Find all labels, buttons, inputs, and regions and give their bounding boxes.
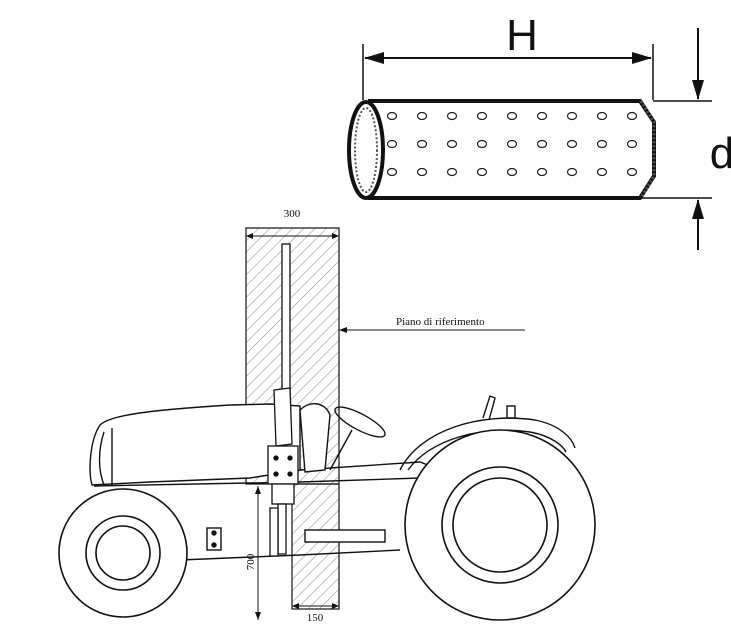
base-width-label: 150	[307, 612, 324, 624]
perforation-hole	[416, 167, 428, 177]
perforation-hole	[626, 111, 638, 121]
perforation-hole	[506, 167, 518, 177]
perforation-hole	[596, 167, 608, 177]
perforation-hole	[536, 139, 548, 149]
perforation-hole	[626, 139, 638, 149]
perforation-hole	[506, 139, 518, 149]
hood-grille-line	[98, 431, 105, 486]
perforation-hole	[386, 139, 398, 149]
exhaust-pipe	[482, 395, 496, 421]
perforation-hole	[416, 139, 428, 149]
cylinder-diameter-label: d	[710, 129, 731, 178]
cylinder-perforations	[386, 111, 638, 177]
steering-column	[329, 429, 353, 471]
mast-lower-bracket	[271, 483, 295, 505]
perforation-hole	[536, 111, 548, 121]
perforation-hole	[476, 111, 488, 121]
cylinder-end-ridges	[354, 107, 378, 193]
rear-fender-outer	[399, 417, 576, 471]
perforation-hole	[506, 111, 518, 121]
tractor-seat	[299, 403, 331, 473]
cylinder-right-ridges	[639, 100, 656, 199]
connector-box	[206, 527, 222, 551]
step-plate	[304, 529, 386, 543]
mast-bracket	[267, 445, 299, 485]
perforation-hole	[566, 167, 578, 177]
chassis-bottom-line	[179, 549, 401, 561]
tractor-figure: 300 Piano di riferimento	[58, 208, 596, 624]
perforation-hole	[446, 111, 458, 121]
mast-lower-brace	[269, 507, 279, 557]
tractor-hood	[89, 403, 301, 486]
cylinder-figure: H d	[347, 11, 731, 250]
perforation-hole	[596, 139, 608, 149]
perforation-hole	[566, 111, 578, 121]
front-wheel	[58, 488, 188, 618]
front-rim	[85, 515, 161, 591]
front-hub	[95, 525, 151, 581]
mast-clamp	[273, 387, 293, 447]
mast-device	[267, 243, 299, 557]
perforation-hole	[566, 139, 578, 149]
zone-width-label: 300	[284, 208, 301, 220]
rear-rim	[441, 466, 559, 584]
rear-wheel	[404, 429, 596, 621]
perforation-hole	[626, 167, 638, 177]
zone-lower	[291, 483, 340, 610]
cylinder-length-label: H	[506, 11, 538, 60]
perforation-hole	[386, 167, 398, 177]
perforation-hole	[596, 111, 608, 121]
perforation-hole	[536, 167, 548, 177]
reference-plane-label: Piano di riferimento	[396, 316, 485, 328]
height-label: 700	[245, 553, 257, 570]
perforation-hole	[476, 167, 488, 177]
perforation-hole	[386, 111, 398, 121]
mast-lower-tube	[277, 503, 287, 555]
rear-fender-inner	[407, 429, 567, 471]
rear-hub	[452, 477, 548, 573]
perforation-hole	[476, 139, 488, 149]
perforation-hole	[446, 167, 458, 177]
tractor-body	[89, 395, 576, 561]
reference-plane-arrow	[339, 327, 347, 333]
cylinder-body	[368, 99, 656, 200]
perforation-hole	[446, 139, 458, 149]
rear-light	[506, 405, 516, 419]
steering-wheel	[334, 406, 386, 438]
perforation-hole	[416, 111, 428, 121]
